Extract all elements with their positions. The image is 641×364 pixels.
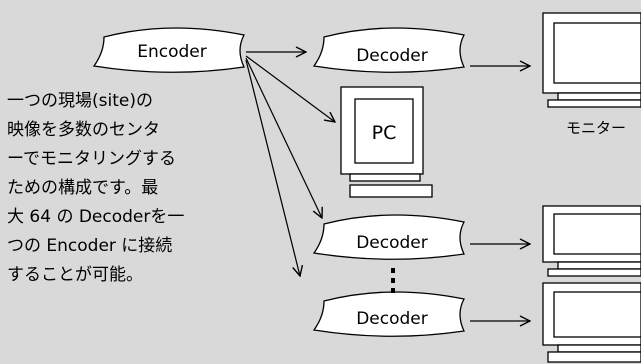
decoder-node-1: Decoder [312,27,465,73]
arrow-encoder-to-pc [245,55,335,122]
encoder-node: Encoder [92,27,245,73]
arrow-encoder-to-decoder-3 [245,59,300,276]
description-line-1: 一つの現場(site)の [7,91,153,111]
encoder-label: Encoder [137,42,207,62]
encoder-banner-shape [92,27,245,73]
description-line-4: ための構成です。最 [7,178,159,198]
decoder-banner-shape-2 [312,214,465,260]
pc-computer: PC [340,86,433,198]
ellipsis-dots [391,268,395,293]
decoder-banner-shape-3 [312,291,465,337]
monitor-3 [542,282,641,363]
description-line-2: 映像を多数のセンタ [7,120,160,140]
decoder-to-monitor-arrows [470,66,530,321]
decoder-node-3: Decoder [312,291,465,337]
description-line-3: ーでモニタリングする [7,149,176,169]
decoder-label-3: Decoder [356,309,428,329]
description-line-7: することが可能。 [7,265,143,285]
pc-label: PC [372,122,397,144]
encoder-fanout-arrows [245,52,335,276]
description-line-6: つの Encoder に接続 [7,236,173,256]
monitor-1 [542,12,641,108]
decoder-label-1: Decoder [356,46,428,66]
description-text: 一つの現場(site)の 映像を多数のセンタ ーでモニタリングする ための構成で… [7,87,257,290]
monitor-caption: モニター [566,119,626,137]
decoder-banner-shape-1 [312,27,465,73]
monitor-2 [542,205,641,277]
decoder-node-2: Decoder [312,214,465,260]
decoder-label-2: Decoder [356,233,428,253]
description-line-5: 大 64 の Decoderを一 [7,207,185,227]
arrow-encoder-to-decoder-2 [245,57,322,218]
